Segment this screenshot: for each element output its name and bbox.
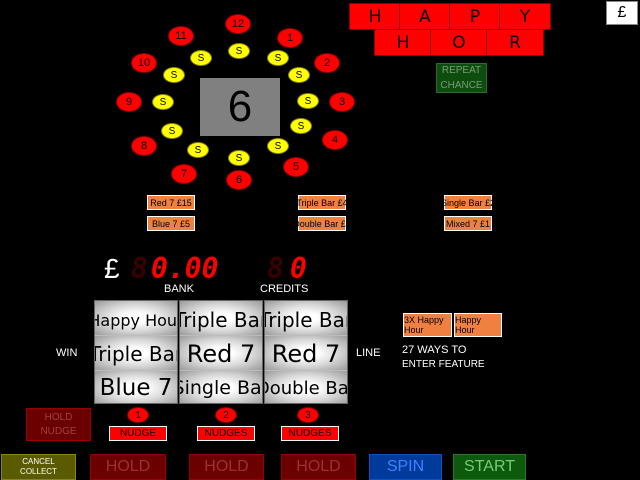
spin-button[interactable]: SPIN	[369, 454, 442, 480]
bank-label: BANK	[164, 283, 194, 295]
trail-number-2: 2	[314, 53, 340, 73]
trail-s-3: S	[288, 67, 310, 83]
credits-meter: 0	[290, 252, 307, 285]
hold-button-2[interactable]: HOLD	[189, 454, 264, 480]
prize-triple-bar: Triple Bar £4	[296, 195, 348, 210]
reel-2-middle-symbol: Red 7	[186, 340, 256, 368]
happy-letter-h: H	[349, 3, 401, 30]
repeat-label: REPEAT	[441, 65, 482, 76]
trail-position-display: 6	[200, 78, 280, 136]
repeat-chance-indicator: REPEAT CHANCE	[436, 63, 487, 93]
pound-button[interactable]: £	[606, 1, 638, 25]
hold-button-1[interactable]: HOLD	[90, 454, 166, 480]
nudge-count-3: 3	[297, 407, 319, 423]
trail-s-6: S	[267, 138, 289, 154]
trail-number-3: 3	[329, 92, 355, 112]
chance-label: CHANCE	[440, 80, 483, 91]
hold-nudge-line1: HOLD	[44, 411, 73, 423]
nudge-button-reel-1[interactable]: NUDGE	[109, 426, 167, 441]
nudge-button-reel-3[interactable]: NUDGES	[281, 426, 339, 441]
reel-2: Triple Bar Red 7 Single Bar	[179, 300, 263, 404]
trail-number-6: 6	[226, 170, 252, 190]
trail-s-5: S	[290, 118, 312, 134]
trail-number-11: 11	[168, 26, 194, 46]
trail-s-10: S	[152, 94, 174, 110]
cancel-label: CANCEL	[22, 457, 55, 466]
hour-letter-r: R	[486, 29, 544, 56]
happy-letter-p1: P	[449, 3, 501, 30]
trail-s-8: S	[187, 142, 209, 158]
trail-s-1: S	[228, 43, 250, 59]
win-label: WIN	[56, 347, 78, 359]
feature-text-line2: ENTER FEATURE	[402, 359, 485, 370]
bank-meter: 0.00	[151, 252, 219, 285]
credits-label: CREDITS	[260, 283, 309, 295]
prize-double-bar: Double Bar £1	[293, 216, 351, 231]
trail-s-11: S	[163, 67, 185, 83]
hold-button-3[interactable]: HOLD	[281, 454, 356, 480]
reel-1: Happy Hour Triple Bar Blue 7	[94, 300, 178, 404]
prize-single-bar: Single Bar £2	[441, 195, 495, 210]
trail-s-7: S	[228, 150, 250, 166]
trail-number-10: 10	[131, 53, 157, 73]
line-label: LINE	[356, 347, 381, 359]
currency-symbol: £	[104, 253, 120, 284]
reel-3-top-symbol: Triple Bar	[264, 308, 347, 332]
trail-s-4: S	[297, 93, 319, 109]
trail-number-7: 7	[171, 164, 197, 184]
reel-1-bottom-symbol: Blue 7	[99, 375, 173, 401]
trail-number-9: 9	[116, 92, 142, 112]
hour-letter-h: H	[374, 29, 432, 56]
prize-mixed-7: Mixed 7 £1	[444, 216, 492, 231]
trail-number-12: 12	[225, 14, 251, 34]
prize-red-7: Red 7 £15	[147, 195, 195, 210]
start-button[interactable]: START	[453, 454, 526, 480]
feature-text-line1: 27 WAYS TO	[402, 344, 467, 356]
collect-label: COLLECT	[20, 467, 57, 476]
cancel-collect-button[interactable]: CANCEL COLLECT	[1, 454, 76, 480]
reel-3-middle-symbol: Red 7	[271, 340, 341, 368]
reel-2-bottom-symbol: Single Bar	[180, 377, 262, 399]
feature-happy-hour: Happy Hour	[454, 313, 502, 337]
prize-blue-7: Blue 7 £5	[147, 216, 195, 231]
trail-s-9: S	[161, 123, 183, 139]
hold-nudge-indicator: HOLD NUDGE	[26, 408, 91, 441]
credits-ghost-digit: 8	[267, 252, 284, 285]
trail-s-12: S	[190, 50, 212, 66]
happy-letter-y: Y	[499, 3, 551, 30]
trail-number-8: 8	[131, 136, 157, 156]
reel-3-bottom-symbol: Double Bar	[265, 377, 348, 399]
trail-number-4: 4	[322, 130, 348, 150]
trail-number-5: 5	[283, 157, 309, 177]
reel-1-middle-symbol: Triple Bar	[94, 342, 177, 366]
reel-2-top-symbol: Triple Bar	[179, 308, 262, 332]
reel-3: Triple Bar Red 7 Double Bar	[264, 300, 348, 404]
hold-nudge-line2: NUDGE	[40, 425, 77, 437]
bank-ghost-digit: 8	[131, 252, 148, 285]
nudge-count-2: 2	[215, 407, 237, 423]
hour-letter-o: O	[430, 29, 488, 56]
happy-letter-a: A	[399, 3, 451, 30]
nudge-button-reel-2[interactable]: NUDGES	[197, 426, 255, 441]
feature-3x-happy-hour: 3X Happy Hour	[403, 313, 452, 337]
trail-s-2: S	[267, 50, 289, 66]
reel-1-top-symbol: Happy Hour	[95, 310, 178, 330]
trail-number-1: 1	[277, 28, 303, 48]
nudge-count-1: 1	[127, 407, 149, 423]
